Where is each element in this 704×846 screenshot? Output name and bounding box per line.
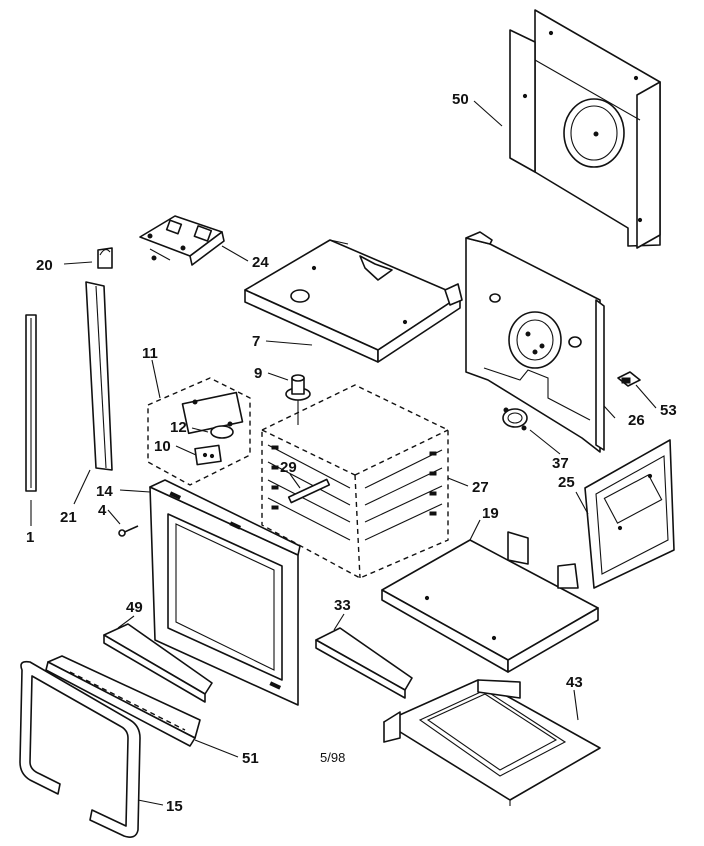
part-27-oven-cavity[interactable]	[261, 384, 449, 579]
part-21-side-trim[interactable]	[85, 281, 113, 471]
part-33-rail[interactable]	[315, 627, 413, 699]
part-43-bottom-tray[interactable]	[383, 679, 601, 806]
part-12-latch[interactable]	[181, 391, 244, 439]
label-12[interactable]: 12	[170, 419, 187, 436]
label-25[interactable]: 25	[558, 474, 575, 491]
part-14-front-frame[interactable]	[149, 479, 301, 706]
label-9[interactable]: 9	[254, 365, 262, 382]
label-51[interactable]: 51	[242, 750, 259, 767]
part-20-clip[interactable]	[97, 247, 113, 269]
part-4-screw[interactable]	[118, 525, 139, 537]
label-49[interactable]: 49	[126, 599, 143, 616]
label-21[interactable]: 21	[60, 509, 77, 526]
part-49-rail[interactable]	[103, 623, 213, 703]
part-29-element[interactable]	[287, 478, 331, 504]
label-26[interactable]: 26	[628, 412, 645, 429]
label-24[interactable]: 24	[252, 254, 269, 271]
label-1[interactable]: 1	[26, 529, 34, 546]
label-7[interactable]: 7	[252, 333, 260, 350]
label-33[interactable]: 33	[334, 597, 351, 614]
label-43[interactable]: 43	[566, 674, 583, 691]
part-11-latch-assembly[interactable]	[147, 377, 251, 486]
label-14[interactable]: 14	[96, 483, 113, 500]
label-4[interactable]: 4	[98, 502, 107, 519]
label-37[interactable]: 37	[552, 455, 569, 472]
label-10[interactable]: 10	[154, 438, 171, 455]
part-53-clip[interactable]	[617, 371, 641, 387]
label-29[interactable]: 29	[280, 459, 297, 476]
label-15[interactable]: 15	[166, 798, 183, 815]
part-10-switch[interactable]	[194, 444, 222, 466]
part-1-side-strip[interactable]	[25, 314, 37, 492]
part-24-bracket[interactable]	[139, 215, 225, 266]
part-37-gasket[interactable]	[502, 407, 528, 431]
label-27[interactable]: 27	[472, 479, 489, 496]
label-11[interactable]: 11	[142, 345, 158, 362]
label-20[interactable]: 20	[36, 257, 53, 274]
part-50-rear-panel[interactable]	[509, 9, 661, 249]
label-53[interactable]: 53	[660, 402, 677, 419]
part-15-door-gasket[interactable]	[19, 660, 141, 838]
label-50[interactable]: 50	[452, 91, 469, 108]
part-25-side-panel[interactable]	[584, 439, 675, 589]
label-19[interactable]: 19	[482, 505, 499, 522]
part-19-bottom-shield[interactable]	[381, 531, 599, 673]
part-7-top-shield[interactable]	[244, 239, 463, 363]
date-code: 5/98	[320, 750, 345, 765]
leader-lines	[30, 100, 657, 806]
part-51-vent-trim[interactable]	[45, 655, 201, 747]
part-26-side-frame[interactable]	[465, 231, 605, 453]
part-labels: 50 24 20 7 9 11 12 10 29 27 26 53 37 25 …	[26, 91, 677, 815]
part-9-sensor[interactable]	[285, 374, 311, 425]
